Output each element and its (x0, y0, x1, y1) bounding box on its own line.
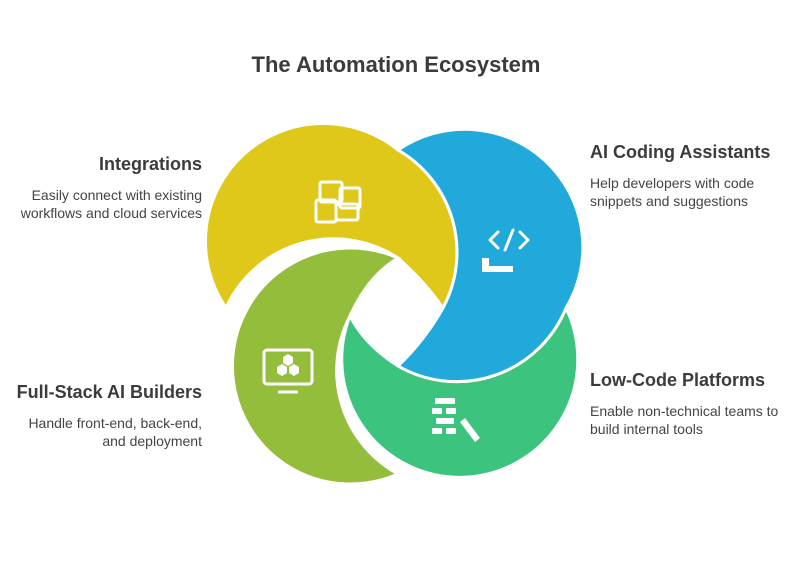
monitor-blocks-icon (262, 348, 314, 394)
integrations-block: Integrations Easily connect with existin… (2, 152, 202, 222)
full-stack-shape (230, 246, 402, 486)
full-stack-ring (230, 246, 402, 486)
ai-coding-ring (395, 127, 585, 384)
building-blocks-icon (432, 398, 480, 442)
ai-coding-shape (395, 127, 585, 384)
full-stack-block: Full-Stack AI Builders Handle front-end,… (2, 380, 202, 450)
full-stack-heading: Full-Stack AI Builders (16, 382, 202, 402)
code-icon (488, 228, 530, 252)
ai-coding-heading: AI Coding Assistants (590, 142, 771, 162)
puzzle-icon (314, 180, 362, 224)
low-code-block: Low-Code Platforms Enable non-technical … (590, 368, 790, 438)
full-stack-description: Handle front-end, back-end, and deployme… (28, 415, 202, 449)
ai-coding-block: AI Coding Assistants Help developers wit… (590, 140, 790, 210)
diagram-title: The Automation Ecosystem (251, 52, 541, 77)
ai-coding-description: Help developers with code snippets and s… (590, 175, 755, 209)
low-code-description: Enable non-technical teams to build inte… (590, 403, 779, 437)
integrations-description: Easily connect with existing workflows a… (20, 187, 202, 221)
pencil-icon (482, 258, 513, 272)
low-code-heading: Low-Code Platforms (590, 370, 766, 390)
integrations-heading: Integrations (98, 154, 202, 174)
